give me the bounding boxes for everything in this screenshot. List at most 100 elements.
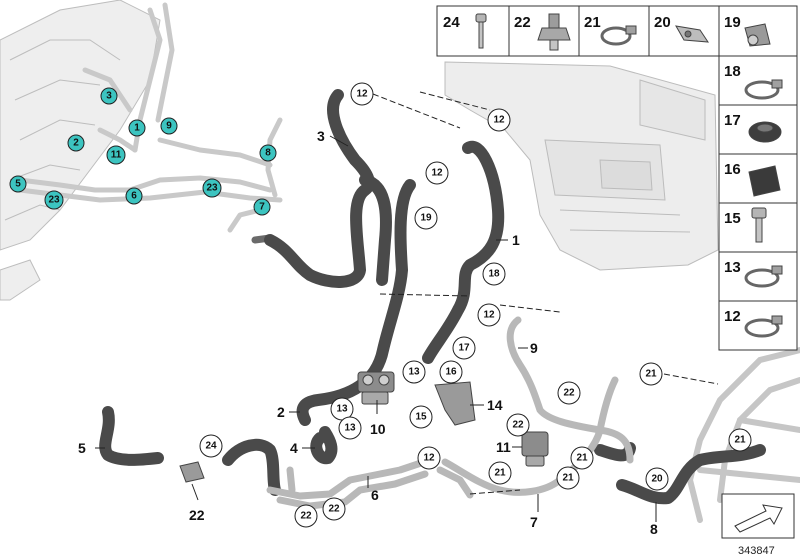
circle-callout-label: 21: [734, 435, 746, 446]
part-label: 6: [371, 487, 379, 503]
hose-19: [296, 179, 416, 426]
circle-callout-12: 12: [350, 82, 374, 106]
inset-callout-1: 1: [128, 119, 146, 137]
circle-callout-label: 19: [420, 213, 432, 224]
bracket-14: [434, 381, 476, 426]
circle-callout-label: 21: [576, 453, 588, 464]
legend-label: 16: [724, 161, 741, 178]
legend-label: 24: [443, 14, 460, 31]
part-label: 8: [650, 521, 658, 537]
inset-callout-9: 9: [160, 117, 178, 135]
reference-number: 343847: [738, 545, 775, 557]
circle-callout-15: 15: [409, 405, 433, 429]
engine-block-sketch: [0, 0, 161, 301]
part-label: 10: [370, 421, 386, 437]
legend-label: 17: [724, 112, 741, 129]
legend-label: 15: [724, 210, 741, 227]
legend-label: 20: [654, 14, 671, 31]
connector-23: [179, 461, 205, 483]
pipe-6: [266, 456, 434, 500]
hose-1: [422, 140, 505, 364]
circle-callout-12: 12: [477, 303, 501, 327]
legend-part-icons: [475, 13, 783, 338]
circle-callout-label: 12: [423, 453, 435, 464]
inset-callout-label: 23: [48, 195, 60, 206]
circle-callout-label: 13: [336, 404, 348, 415]
inset-callout-10: 11: [106, 145, 126, 165]
circle-callout-label: 22: [300, 511, 312, 522]
legend-label: 22: [514, 14, 531, 31]
legend-label: 19: [724, 14, 741, 31]
legend-label: 13: [724, 259, 741, 276]
hose-group: [99, 89, 766, 505]
circle-callout-label: 21: [494, 468, 506, 479]
circle-callout-12: 12: [487, 108, 511, 132]
part-number-labels: 3 1 9 14 2 10 4 5 11 6 22 7 8: [78, 128, 658, 537]
inset-callouts: 3 1 9 2 11 8 5 23 6 23 7: [9, 87, 277, 216]
circle-callout-21: 21: [728, 428, 752, 452]
circle-callout-22: 22: [557, 381, 581, 405]
part-label: 4: [290, 440, 298, 456]
circle-callout-18: 18: [482, 262, 506, 286]
circle-callout-label: 22: [563, 388, 575, 399]
part-label: 9: [530, 340, 538, 356]
circle-callout-24: 24: [199, 434, 223, 458]
pipe-9: [506, 316, 634, 464]
inset-callout-7: 8: [259, 144, 277, 162]
inset-callout-23: 23: [44, 190, 64, 210]
inset-callout-label: 3: [106, 91, 112, 102]
dashed-leaders: [372, 91, 719, 495]
orientation-arrow-box: [721, 493, 795, 539]
part-label: 7: [530, 514, 538, 530]
valve-10: [357, 371, 395, 405]
valve-11: [521, 431, 549, 467]
circle-callout-label: 22: [512, 420, 524, 431]
legend-panel: [436, 5, 798, 351]
circle-callout-label: 20: [651, 474, 663, 485]
circle-callouts: 12 12 12 19 18 12 17 13 16 21 22 13 15 2…: [199, 82, 752, 528]
inset-callout-label: 23: [206, 183, 218, 194]
inset-callout-label: 6: [131, 191, 137, 202]
circle-callout-13: 13: [338, 416, 362, 440]
circle-callout-label: 15: [415, 412, 427, 423]
circle-callout-label: 17: [458, 343, 470, 354]
part-label: 1: [512, 232, 520, 248]
inset-callout-label: 9: [166, 121, 172, 132]
heater-housing-sketch: [444, 61, 719, 271]
circle-callout-label: 21: [645, 369, 657, 380]
circle-callout-21: 21: [570, 446, 594, 470]
circle-callout-12: 12: [425, 161, 449, 185]
inset-callout-label: 5: [15, 179, 21, 190]
part-label: 3: [317, 128, 325, 144]
circle-callout-16: 16: [439, 360, 463, 384]
pipe-7-lower: [436, 466, 474, 499]
inset-callout-label: 8: [265, 148, 271, 159]
inset-callout-2: 2: [67, 134, 85, 152]
circle-callout-label: 12: [356, 89, 368, 100]
circle-callout-label: 24: [205, 441, 217, 452]
hose-4: [310, 426, 338, 465]
hose-5: [99, 406, 164, 466]
part-label: 14: [487, 397, 503, 413]
legend-label: 21: [584, 14, 601, 31]
circle-callout-21: 21: [556, 466, 580, 490]
circle-callout-12: 12: [417, 446, 441, 470]
circle-callout-21: 21: [488, 461, 512, 485]
legend-label: 12: [724, 308, 741, 325]
circle-callout-label: 13: [408, 367, 420, 378]
circle-callout-13: 13: [402, 360, 426, 384]
inset-callout-6: 6: [125, 187, 143, 205]
part-label: 22: [189, 507, 205, 523]
leader-lines: [95, 135, 657, 522]
circle-callout-label: 16: [445, 367, 457, 378]
legend-labels: 24 22 21 20 19 18 17 16 15 13 12: [443, 14, 741, 325]
circle-callout-label: 12: [483, 310, 495, 321]
circle-callout-21: 21: [639, 362, 663, 386]
circle-callout-17: 17: [452, 336, 476, 360]
circle-callout-label: 22: [328, 504, 340, 515]
inset-callout-11: 23: [202, 178, 222, 198]
circle-callout-22: 22: [322, 497, 346, 521]
inset-callout-label: 1: [134, 123, 140, 134]
hose-8: [616, 444, 766, 505]
